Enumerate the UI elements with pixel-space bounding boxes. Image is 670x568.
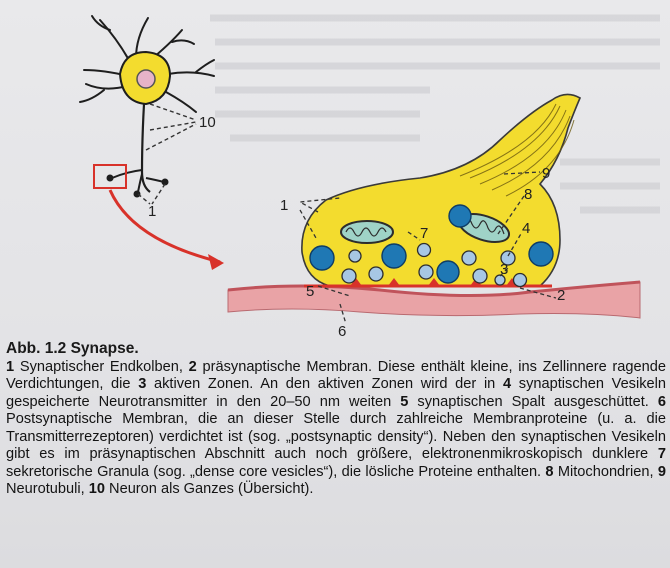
label-8: 8 [524,186,532,203]
caption-title: Abb. 1.2 Synapse. [6,340,666,358]
neuron-overview: 10 1 [80,16,224,270]
caption-number: 10 [89,481,105,497]
label-3: 3 [500,261,508,278]
caption-number: 2 [189,359,197,375]
figure-caption: Abb. 1.2 Synapse. 1 Synaptischer Endkolb… [6,340,666,499]
label-1: 1 [280,197,288,214]
caption-text: Synaptischer Endkolben, [14,359,189,375]
caption-text: Neurotubuli, [6,481,89,497]
caption-number: 8 [545,464,553,480]
zoom-arrow [110,190,220,262]
caption-text: Mitochondrien, [554,464,658,480]
label-10: 10 [199,114,216,131]
caption-body: 1 Synaptischer Endkolben, 2 präsynaptisc… [6,359,666,499]
label-2: 2 [557,287,565,304]
caption-text: Neuron als Ganzes (Übersicht). [105,481,313,497]
mitochondrion-left [341,221,393,243]
synapse-figure: 10 1 [0,0,670,345]
caption-number: 7 [658,446,666,462]
caption-text: sekretorische Granula (sog. „dense core … [6,464,545,480]
caption-number: 4 [503,376,511,392]
caption-text: Postsynaptische Membran, die an dieser S… [6,411,666,462]
label-4: 4 [522,220,530,237]
caption-number: 6 [658,394,666,410]
caption-number: 1 [6,359,14,375]
label-1-overview: 1 [148,203,156,220]
caption-text: synaptischen Spalt ausgeschüttet. [408,394,658,410]
caption-number: 9 [658,464,666,480]
label-5: 5 [306,283,314,300]
label-7: 7 [420,225,428,242]
nucleus [137,70,155,88]
synapse-detail: 1 2 3 4 5 6 7 8 9 [228,94,640,340]
label-6: 6 [338,323,346,340]
caption-text: aktiven Zonen. An den aktiven Zonen wird… [146,376,503,392]
label-9: 9 [542,165,550,182]
